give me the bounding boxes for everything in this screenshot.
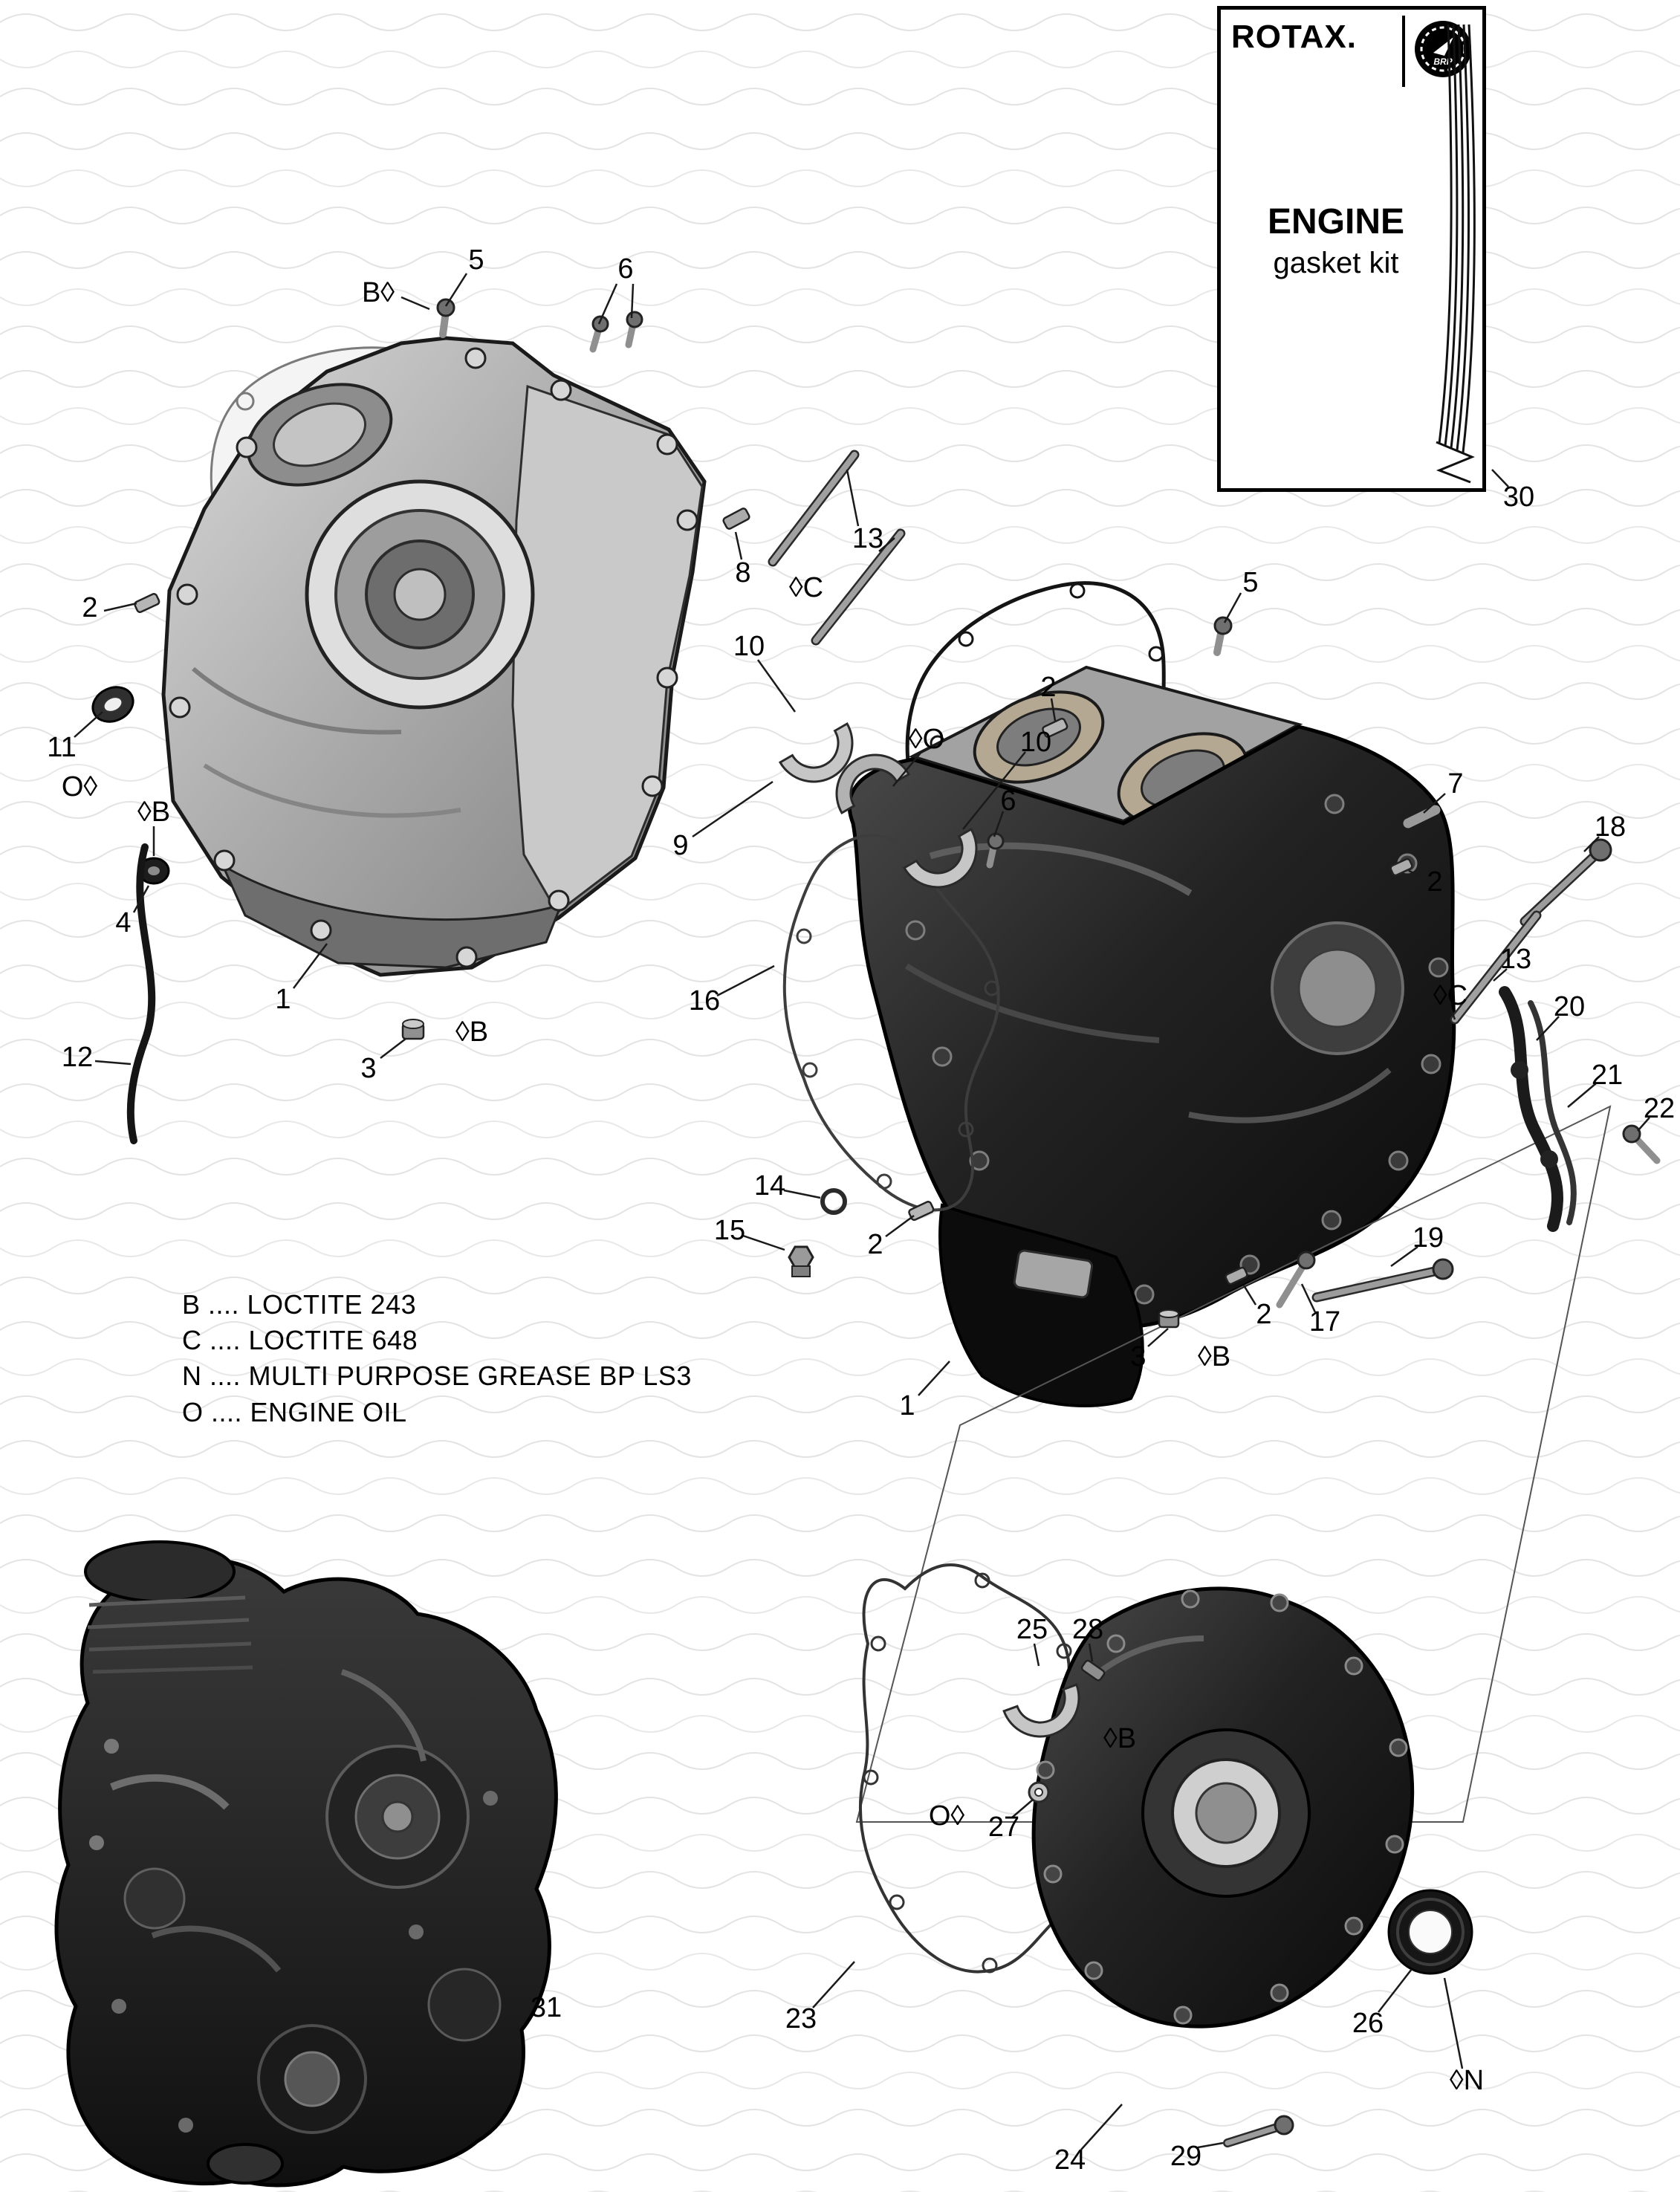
plug-3a <box>401 1019 425 1040</box>
washer-27 <box>1028 1781 1050 1803</box>
leader-line <box>1080 2104 1123 2150</box>
leader-line <box>993 811 1005 837</box>
leader-line <box>293 943 328 989</box>
engine-assembly-31 <box>54 1540 558 2188</box>
kit-title: ENGINE <box>1267 202 1405 241</box>
dowel-pin-8 <box>722 508 750 530</box>
leader-line <box>885 1214 915 1238</box>
bolt-19 <box>1311 1258 1454 1303</box>
leader-line <box>1050 698 1057 722</box>
logo-divider <box>1402 16 1405 87</box>
dowel-2a <box>134 593 160 614</box>
leader-line <box>444 273 468 307</box>
leader-line <box>400 296 430 311</box>
legend: B .... LOCTITE 243 C .... LOCTITE 648 N ..… <box>182 1287 692 1430</box>
leader-line <box>742 1234 785 1251</box>
leader-line <box>1378 1968 1413 2013</box>
leader-line <box>812 1961 855 2008</box>
dowel-28 <box>1080 1659 1106 1682</box>
stud-13c <box>1450 910 1542 1025</box>
cover-24 <box>1031 1586 1415 2029</box>
gasket-kit-box: ROTAX. BRP ENGINE gasket kit <box>1217 6 1486 492</box>
leader-line <box>1491 469 1509 487</box>
leader-line <box>1033 1643 1040 1667</box>
leader-line <box>630 283 635 319</box>
leader-line <box>962 751 1026 830</box>
o-ring-14 <box>820 1188 847 1215</box>
leader-line <box>1443 1977 1464 2069</box>
bolt-18 <box>1520 838 1612 927</box>
leader-line <box>1493 968 1508 982</box>
bolt-29 <box>1223 2115 1294 2147</box>
crankcase-half-rear <box>847 665 1456 1407</box>
leader-line <box>756 659 797 713</box>
cover-gasket-23 <box>858 1563 1097 1974</box>
leader-line <box>1408 869 1424 878</box>
leader-line <box>1567 1083 1597 1108</box>
leader-line <box>1147 1328 1169 1347</box>
leader-line <box>878 537 895 552</box>
leader-line <box>103 602 137 612</box>
leader-line <box>1536 1016 1560 1041</box>
chain-guide-20-21 <box>1499 986 1577 1232</box>
leader-line <box>783 1189 821 1199</box>
dowel-2d <box>908 1201 935 1222</box>
bolt-5a <box>436 298 455 338</box>
brp-logo: BRP <box>1415 21 1471 77</box>
dowel-2b <box>1042 718 1068 739</box>
bolt-5b <box>1213 616 1233 656</box>
kit-subtitle: gasket kit <box>1273 247 1399 279</box>
leader-line <box>892 751 922 787</box>
stud-7 <box>1403 805 1441 829</box>
rotax-logo: ROTAX. <box>1231 19 1357 55</box>
leader-line <box>846 469 860 527</box>
id-plate <box>1013 1249 1094 1299</box>
bolt-17 <box>1276 1251 1316 1309</box>
dowel-2c <box>1389 857 1413 877</box>
leader-line <box>692 780 773 838</box>
leader-line <box>74 711 103 738</box>
leader-line <box>1390 1245 1418 1268</box>
leader-line <box>1449 1007 1456 1020</box>
dowel-2e <box>1225 1266 1248 1285</box>
leader-line <box>1583 836 1600 852</box>
legend-item: O .... ENGINE OIL <box>182 1396 407 1427</box>
leader-line <box>132 885 150 913</box>
engine-mount-bracket <box>938 1203 1144 1407</box>
leader-line <box>716 964 775 997</box>
leader-line <box>94 1060 132 1066</box>
legend-item: B .... LOCTITE 243 <box>182 1289 417 1320</box>
legend-item: N .... MULTI PURPOSE GREASE BP LS3 <box>182 1361 692 1392</box>
leader-line <box>1223 592 1242 623</box>
leader-line <box>734 531 743 560</box>
leader-line <box>1242 1285 1257 1306</box>
bolt-22 <box>1622 1124 1661 1164</box>
group-outline <box>855 1105 1612 1823</box>
plug-15 <box>788 1245 814 1277</box>
gasket-kit-booklet <box>1436 24 1476 484</box>
kit-title-block: ENGINE gasket kit <box>1221 201 1451 280</box>
leader-line <box>1197 2141 1224 2149</box>
leader-line <box>380 1038 406 1059</box>
stud-13b <box>811 528 906 646</box>
leader-line <box>1088 1643 1094 1662</box>
leader-line <box>1637 1117 1650 1132</box>
bolt-6a <box>589 315 609 353</box>
leader-lines <box>74 273 1650 2150</box>
seal-ring-26 <box>1387 1889 1473 1975</box>
legend-item: C .... LOCTITE 648 <box>182 1325 418 1356</box>
crankcase-gasket-16 <box>782 834 1000 1212</box>
magneto-cover-group <box>858 1563 1473 2147</box>
plug-3b <box>1158 1309 1180 1329</box>
leader-line <box>918 1361 950 1396</box>
crankcase-half-front <box>161 336 707 977</box>
leader-line <box>1011 1799 1034 1818</box>
stud-13a <box>768 450 860 567</box>
leader-line <box>1423 793 1446 814</box>
seal-ring-11 <box>91 686 134 723</box>
leader-line <box>597 283 618 325</box>
leader-line <box>1300 1283 1317 1313</box>
